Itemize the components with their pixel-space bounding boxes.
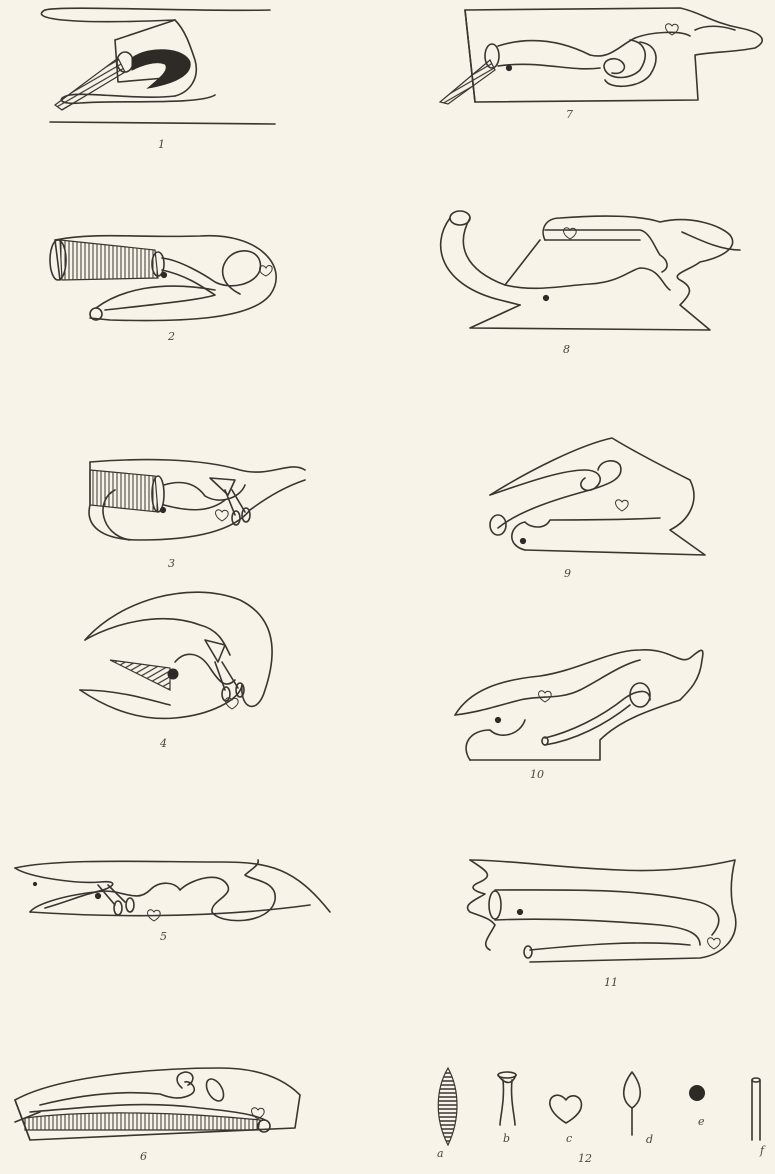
legend-f-label: f [760, 1144, 764, 1157]
figure-11-label: 11 [604, 976, 618, 989]
figure-5-label: 5 [160, 930, 167, 943]
figure-9-label: 9 [564, 567, 571, 580]
legend-b-label: b [503, 1132, 510, 1145]
figure-4-label: 4 [160, 737, 167, 750]
legend-d-label: d [646, 1133, 653, 1146]
figure-12-legend [438, 1068, 760, 1145]
figure-3-label: 3 [168, 557, 175, 570]
figure-10 [455, 650, 703, 760]
figure-11 [468, 860, 736, 962]
figure-7 [440, 8, 762, 104]
figure-10-label: 10 [530, 768, 544, 781]
figure-6-label: 6 [140, 1150, 147, 1163]
figure-5 [15, 860, 330, 921]
figure-7-label: 7 [566, 108, 573, 121]
figure-9 [490, 438, 705, 555]
figure-2 [50, 236, 276, 321]
legend-e-label: e [698, 1115, 705, 1128]
figure-1 [41, 8, 275, 124]
figure-12-label: 12 [578, 1152, 592, 1165]
figure-1-label: 1 [158, 138, 165, 151]
figure-3 [89, 460, 305, 540]
legend-a-label: a [437, 1147, 444, 1160]
legend-c-label: c [566, 1132, 572, 1145]
figure-4 [80, 592, 272, 718]
figure-8-label: 8 [563, 343, 570, 356]
figure-2-label: 2 [168, 330, 175, 343]
figure-6 [15, 1068, 300, 1140]
figure-8 [441, 211, 740, 330]
